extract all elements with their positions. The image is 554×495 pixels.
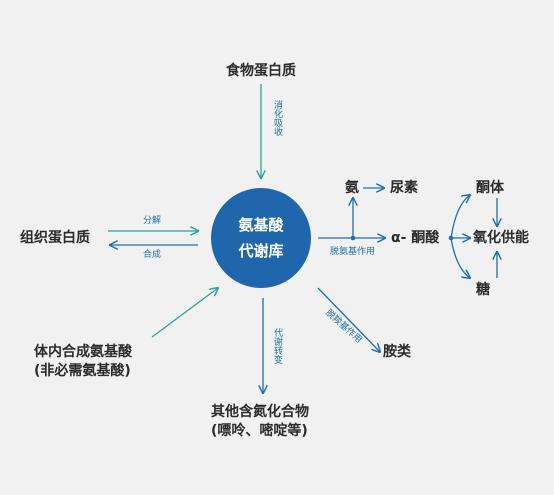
node-alpha-keto-acid: α- 酮酸 bbox=[391, 230, 440, 246]
node-amine: 胺类 bbox=[383, 344, 411, 360]
edge-label-deamination: 脱氨基作用 bbox=[330, 247, 376, 257]
arrow-keto-sugar bbox=[450, 237, 470, 278]
node-tissue-protein: 组织蛋白质 bbox=[20, 230, 90, 246]
node-ketone-body: 酮体 bbox=[476, 180, 504, 196]
node-ammonia: 氨 bbox=[345, 180, 359, 196]
node-oxidation: 氧化供能 bbox=[473, 230, 529, 246]
arrow-keto-ketone bbox=[450, 195, 470, 239]
edge-label-decompose: 分解 bbox=[143, 216, 162, 226]
node-internal-amino: 体内合成氨基酸 bbox=[34, 344, 132, 360]
arrow-internal-amino bbox=[151, 288, 218, 338]
edge-label-synthesize: 合成 bbox=[143, 250, 162, 260]
arrow-decarboxylation bbox=[317, 287, 380, 352]
amino-acid-pool: 氨基酸 代谢库 bbox=[211, 188, 311, 288]
node-internal-amino-sub: (非必需氨基酸) bbox=[34, 363, 131, 379]
node-sugar: 糖 bbox=[476, 282, 490, 298]
node-urea: 尿素 bbox=[390, 180, 418, 196]
center-line-1: 氨基酸 bbox=[238, 216, 284, 234]
node-food-protein: 食物蛋白质 bbox=[226, 63, 296, 79]
edge-label-digest: 消化吸收 bbox=[272, 100, 282, 136]
center-line-2: 代谢库 bbox=[238, 242, 284, 260]
node-other-nitrogen: 其他含氮化合物 bbox=[211, 404, 309, 420]
node-other-nitrogen-sub: (嘌呤、嘧啶等) bbox=[211, 423, 308, 439]
edge-label-metab-transform: 代谢转变 bbox=[272, 328, 282, 364]
